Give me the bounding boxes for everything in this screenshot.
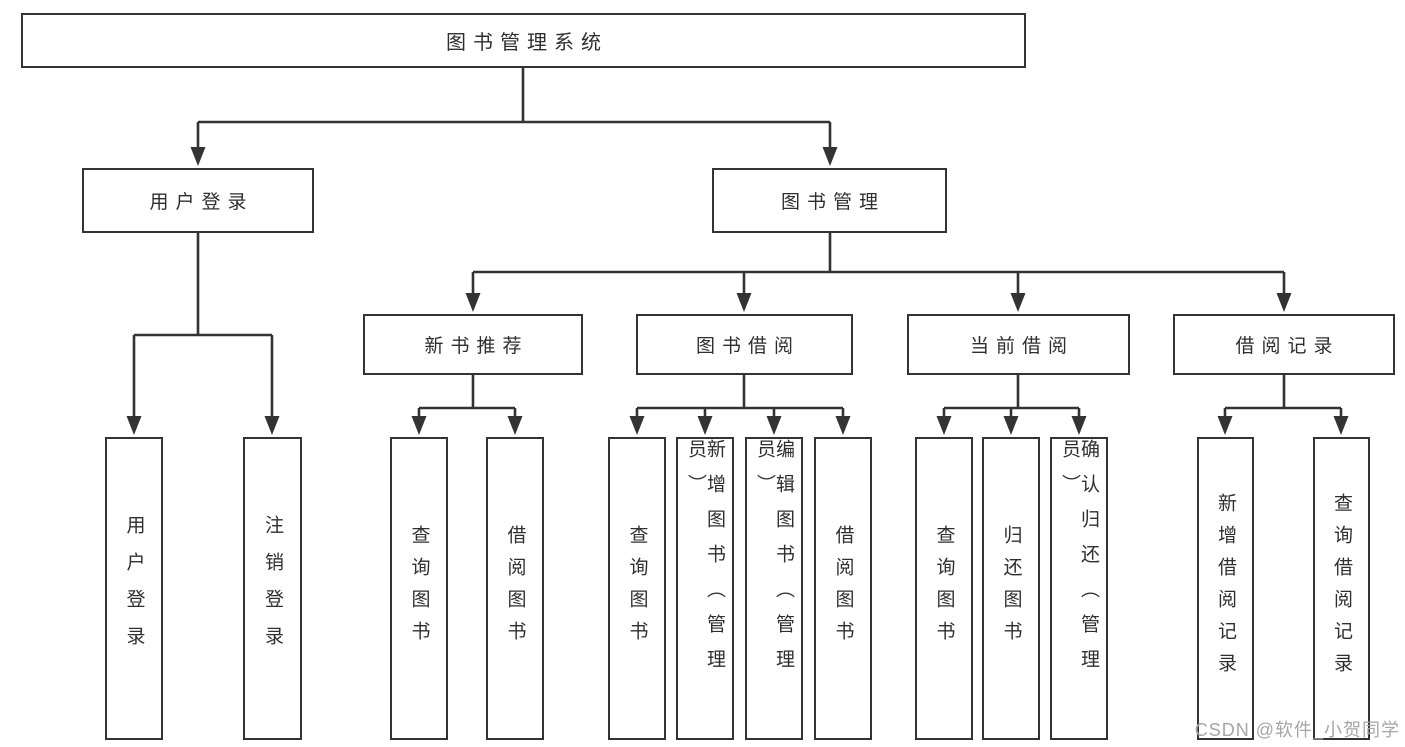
arrowhead: [465, 293, 481, 312]
leaf-edit-books-admin: 编辑图书（管理员）: [745, 437, 803, 740]
leaf-confirm-return-admin: 确认归还（管理员）: [1050, 437, 1108, 740]
arrowhead: [736, 293, 752, 312]
leaf-borrow-books-recommend: 借阅图书: [486, 437, 544, 740]
connector-current-borrow: [942, 375, 1081, 417]
arrowhead: [1333, 416, 1349, 435]
connector-book-borrow: [635, 375, 845, 417]
leaf-logout-login: 注销登录: [243, 437, 302, 740]
node-new-book-recommend: 新书推荐: [363, 314, 583, 375]
arrowhead: [1276, 293, 1292, 312]
arrowhead: [126, 416, 142, 435]
node-library-system: 图书管理系统: [21, 13, 1026, 68]
leaf-add-borrow-record: 新增借阅记录: [1197, 437, 1254, 740]
leaf-query-books-borrow: 查询图书: [608, 437, 666, 740]
node-borrow-records: 借阅记录: [1173, 314, 1395, 375]
arrowhead: [835, 416, 851, 435]
arrowhead: [1217, 416, 1233, 435]
arrowhead: [822, 147, 838, 166]
connector-user-login: [132, 233, 274, 417]
arrowhead: [1003, 416, 1019, 435]
arrowhead: [629, 416, 645, 435]
node-book-management: 图书管理: [712, 168, 947, 233]
arrowhead: [411, 416, 427, 435]
node-book-borrow: 图书借阅: [636, 314, 853, 375]
node-current-borrow: 当前借阅: [907, 314, 1130, 375]
arrowhead: [1071, 416, 1087, 435]
csdn-watermark: CSDN @软件_小贺同学: [1194, 720, 1400, 740]
arrowhead: [936, 416, 952, 435]
arrowhead: [1010, 293, 1026, 312]
arrowhead: [264, 416, 280, 435]
leaf-add-books-admin: 新增图书（管理员）: [676, 437, 734, 740]
arrowhead: [507, 416, 523, 435]
node-user-login: 用户登录: [82, 168, 314, 233]
connector-book-management: [471, 233, 1286, 294]
leaf-return-books: 归还图书: [982, 437, 1040, 740]
arrowhead: [766, 416, 782, 435]
leaf-borrow-books: 借阅图书: [814, 437, 872, 740]
connector-root: [196, 68, 832, 148]
connector-new-book: [417, 375, 517, 417]
leaf-query-books-current: 查询图书: [915, 437, 973, 740]
connector-borrow-records: [1223, 375, 1343, 417]
arrowhead: [190, 147, 206, 166]
arrowhead: [697, 416, 713, 435]
leaf-query-books-recommend: 查询图书: [390, 437, 448, 740]
leaf-query-borrow-record: 查询借阅记录: [1313, 437, 1370, 740]
leaf-user-login: 用户登录: [105, 437, 163, 740]
